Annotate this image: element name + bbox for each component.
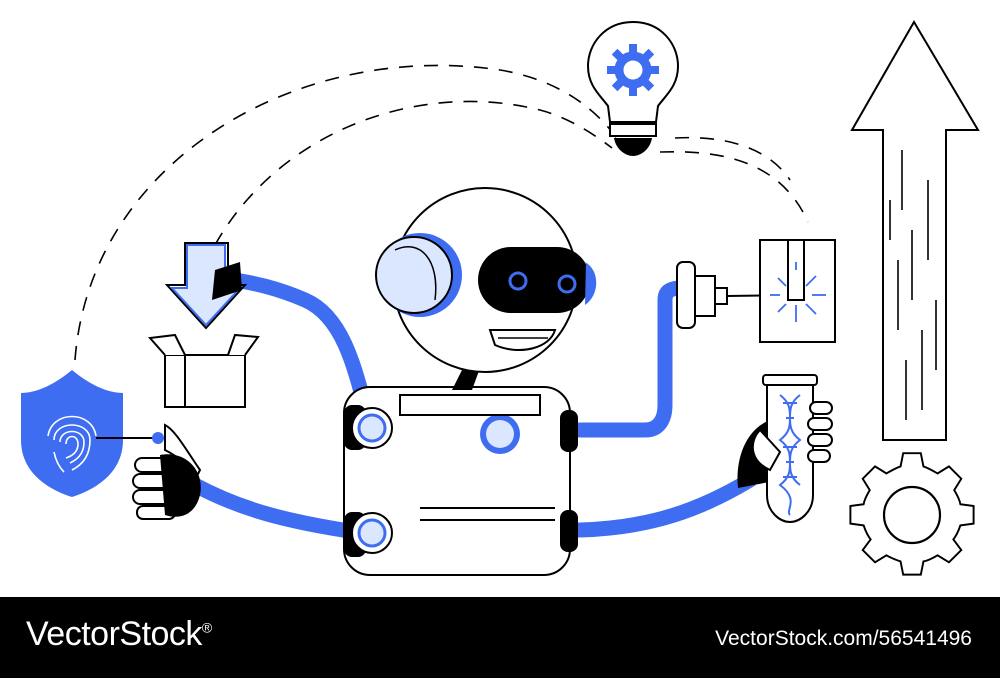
footer-image-id: VectorStock.com/56541496 <box>715 627 972 650</box>
robot-neck <box>452 368 480 390</box>
download-box-icon <box>147 242 260 408</box>
footer-brand-mark: ® <box>201 619 212 636</box>
lower-right-arm <box>572 472 758 538</box>
robot-head-icon <box>375 187 597 373</box>
shield-fingerprint-icon <box>21 370 164 497</box>
footer-brand: VectorStock® <box>26 615 212 654</box>
gear-icon <box>849 452 975 576</box>
upper-right-arm <box>572 280 690 438</box>
robot-automation-illustration <box>21 20 980 576</box>
footer-bar: VectorStock® VectorStock.com/56541496 <box>0 597 1000 678</box>
dashed-orbit-paths <box>74 64 809 361</box>
robot-left-hand <box>132 423 202 520</box>
footer-brand-text: VectorStock <box>26 615 202 653</box>
robot-body-icon <box>343 386 578 576</box>
lightbulb-gear-icon <box>586 20 680 156</box>
laser-cutter-icon <box>676 239 836 343</box>
robot-arms <box>187 272 758 543</box>
up-arrow-icon <box>850 20 980 441</box>
dna-test-tube-icon <box>737 374 833 524</box>
upper-left-arm <box>227 272 378 438</box>
